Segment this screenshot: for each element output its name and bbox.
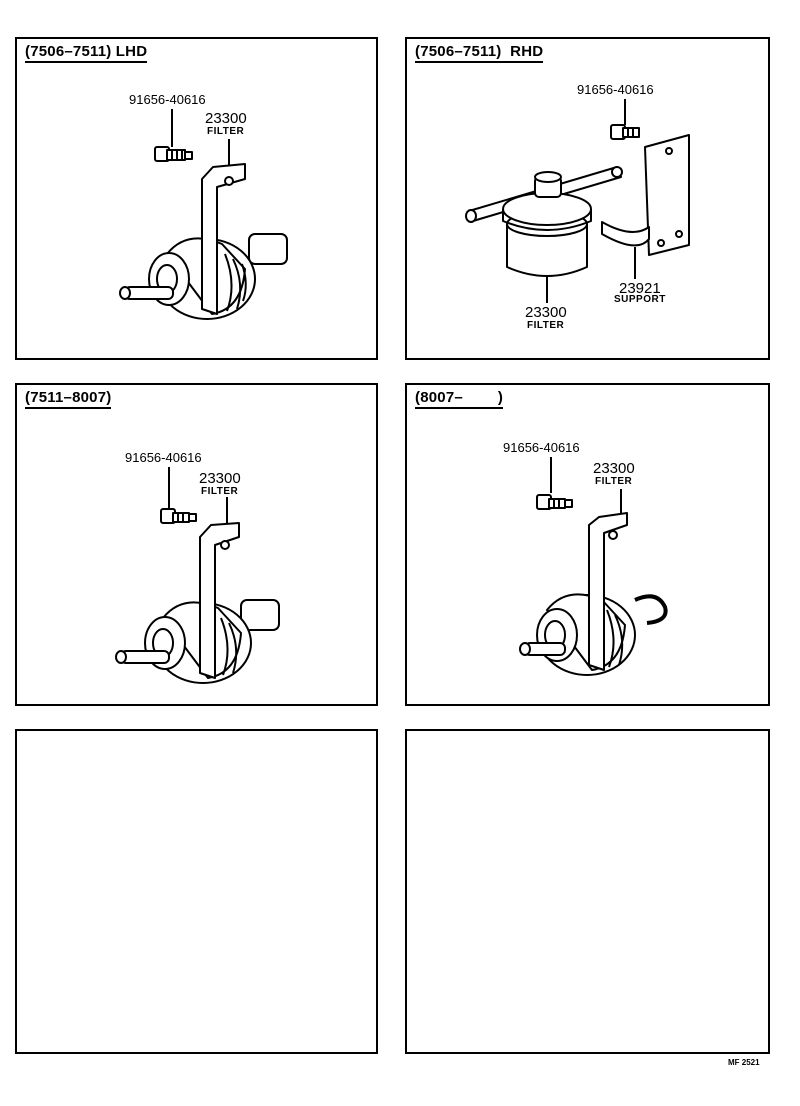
panel-8007-onward: (8007– ) 91656-40616 23300 FILTER <box>405 383 770 706</box>
filter-name: FILTER <box>207 126 245 137</box>
bolt-icon <box>536 494 573 510</box>
support-part-number: 23921 <box>619 280 661 297</box>
fuel-filter-assembly-illustration <box>115 467 280 684</box>
bolt-icon <box>610 124 640 140</box>
panel-title: (8007– ) <box>415 389 504 409</box>
filter-name: FILTER <box>201 486 239 497</box>
bolt-part-number: 91656-40616 <box>503 440 580 455</box>
filter-name: FILTER <box>527 320 565 331</box>
panel-lhd-7506-7511: (7506–7511) LHD 91656-40616 23300 FILTER <box>15 37 378 360</box>
filter-name: FILTER <box>595 476 633 487</box>
panel-title: (7506–7511) RHD <box>415 43 544 63</box>
support-name: SUPPORT <box>614 294 666 305</box>
fuel-filter-assembly-illustration <box>119 109 288 320</box>
bolt-part-number: 91656-40616 <box>125 450 202 465</box>
bolt-part-number: 91656-40616 <box>577 82 654 97</box>
filter-part-number: 23300 <box>199 470 241 487</box>
document-code: MF 2521 <box>728 1058 760 1067</box>
fuel-filter-assembly-illustration <box>519 457 668 676</box>
panel-title: (7506–7511) LHD <box>25 43 148 63</box>
filter-part-number: 23300 <box>525 304 567 321</box>
bolt-part-number: 91656-40616 <box>129 92 206 107</box>
fuel-filter-with-support-illustration <box>465 99 690 303</box>
filter-part-number: 23300 <box>205 110 247 127</box>
panel-empty-right <box>405 729 770 1054</box>
bolt-icon <box>160 508 197 524</box>
bolt-icon <box>154 146 193 162</box>
panel-title: (7511–8007) <box>25 389 112 409</box>
panel-7511-8007: (7511–8007) 91656-40616 23300 FILTER <box>15 383 378 706</box>
panel-rhd-7506-7511: (7506–7511) RHD 91656-40616 23300 FILTER… <box>405 37 770 360</box>
filter-part-number: 23300 <box>593 460 635 477</box>
panel-empty-left <box>15 729 378 1054</box>
